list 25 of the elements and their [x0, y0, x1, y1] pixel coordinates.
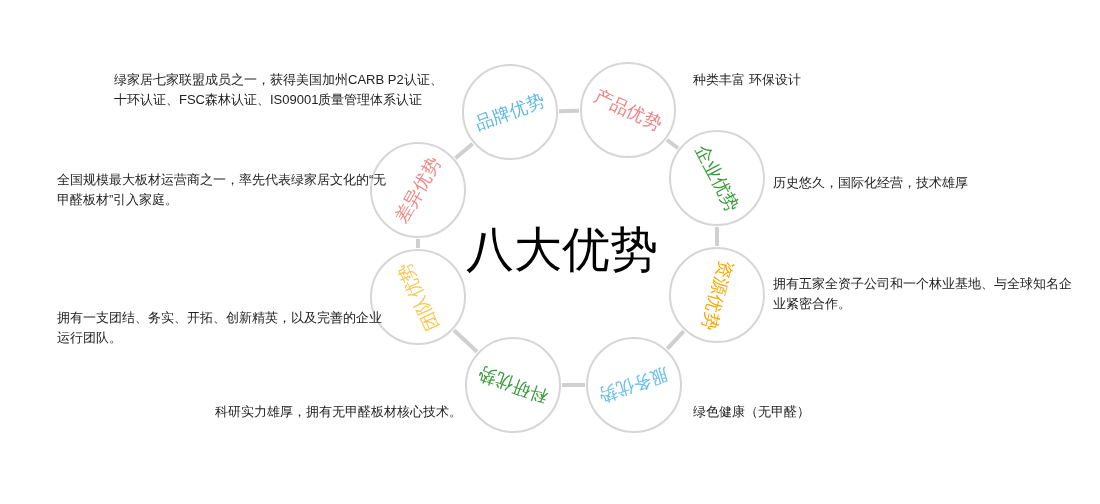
description-text: 种类丰富 环保设计 [693, 71, 802, 89]
circle-label: 品牌优势 [473, 91, 547, 133]
connector-line [558, 108, 580, 114]
connector-line [665, 329, 686, 351]
description-text: 绿家居七家联盟成员之一，获得美国加州CARB P2认证、十环认证、FSC森林认证、IS09001质量管理体系认证 [114, 71, 444, 109]
connector-line [452, 328, 479, 354]
connector-line [454, 142, 474, 160]
center-title: 八大优势 [466, 226, 658, 274]
circle-label: 资源优势 [699, 257, 735, 333]
circle-label: 服务优势 [597, 365, 671, 405]
circle-label: 产品优势 [591, 86, 665, 134]
circle-label: 团队优势 [394, 260, 442, 334]
connector-line [416, 239, 420, 248]
description-text: 历史悠久，国际化经营，技术雄厚 [773, 174, 969, 192]
description-text: 拥有一支团结、务实、开拓、创新精英，以及完善的企业运行团队。 [57, 309, 383, 347]
description-text: 拥有五家全资子公司和一个林业基地、与全球知名企业紧密合作。 [773, 275, 1073, 313]
connector-line [665, 138, 680, 150]
connector-line [562, 383, 585, 387]
circle-label: 差异优势 [392, 154, 444, 226]
description-text: 科研实力雄厚，拥有无甲醛板材核心技术。 [214, 403, 462, 421]
description-text: 绿色健康（无甲醛） [693, 403, 811, 421]
connector-line [715, 227, 719, 246]
circle-label: 企业优势 [692, 142, 742, 214]
description-text: 全国规模最大板材运营商之一，率先代表绿家居文化的“无甲醛板材”引入家庭。 [57, 171, 388, 209]
circle-label: 科研优势 [476, 364, 550, 406]
